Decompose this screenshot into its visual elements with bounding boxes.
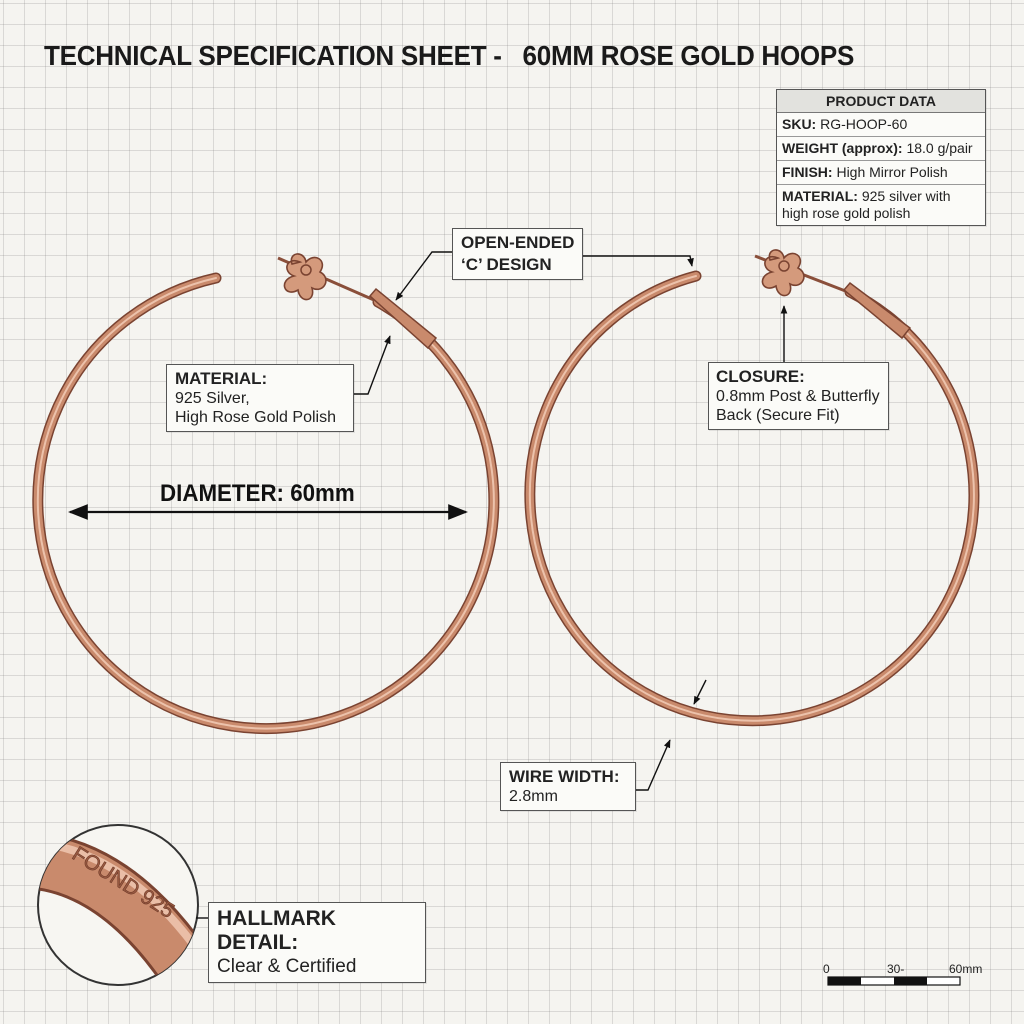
weight-row: WEIGHT (approx): 18.0 g/pair bbox=[777, 137, 985, 161]
right-post-butterfly bbox=[754, 249, 849, 297]
leader-lines bbox=[352, 251, 788, 791]
diameter-label: DIAMETER: 60mm bbox=[160, 480, 355, 507]
left-post-butterfly bbox=[277, 253, 375, 302]
sku-row: SKU: RG-HOOP-60 bbox=[777, 113, 985, 137]
scale-bar bbox=[827, 976, 961, 986]
finish-row: FINISH: High Mirror Polish bbox=[777, 161, 985, 185]
right-hoop bbox=[524, 249, 980, 727]
material-callout: MATERIAL: 925 Silver, High Rose Gold Pol… bbox=[166, 364, 354, 432]
hallmark-zoom: FOUND 925 bbox=[37, 824, 199, 986]
product-data-title: PRODUCT DATA bbox=[777, 90, 985, 113]
material-row: MATERIAL: 925 silver with high rose gold… bbox=[782, 188, 951, 221]
closure-callout: CLOSURE: 0.8mm Post & Butterfly Back (Se… bbox=[708, 362, 889, 430]
hallmark-callout: HALLMARK DETAIL: Clear & Certified bbox=[208, 902, 426, 983]
page-title: TECHNICAL SPECIFICATION SHEET - 60MM ROS… bbox=[44, 40, 855, 71]
wire-width-callout: WIRE WIDTH: 2.8mm bbox=[500, 762, 636, 811]
product-data-table: PRODUCT DATA SKU: RG-HOOP-60 WEIGHT (app… bbox=[776, 89, 986, 226]
open-ended-callout: OPEN-ENDED ‘C’ DESIGN bbox=[452, 228, 584, 280]
scale-label-0: 0 bbox=[823, 962, 830, 976]
left-hoop bbox=[32, 253, 500, 734]
scale-label-30: 30- bbox=[887, 962, 905, 976]
scale-label-60: 60mm bbox=[949, 962, 983, 976]
